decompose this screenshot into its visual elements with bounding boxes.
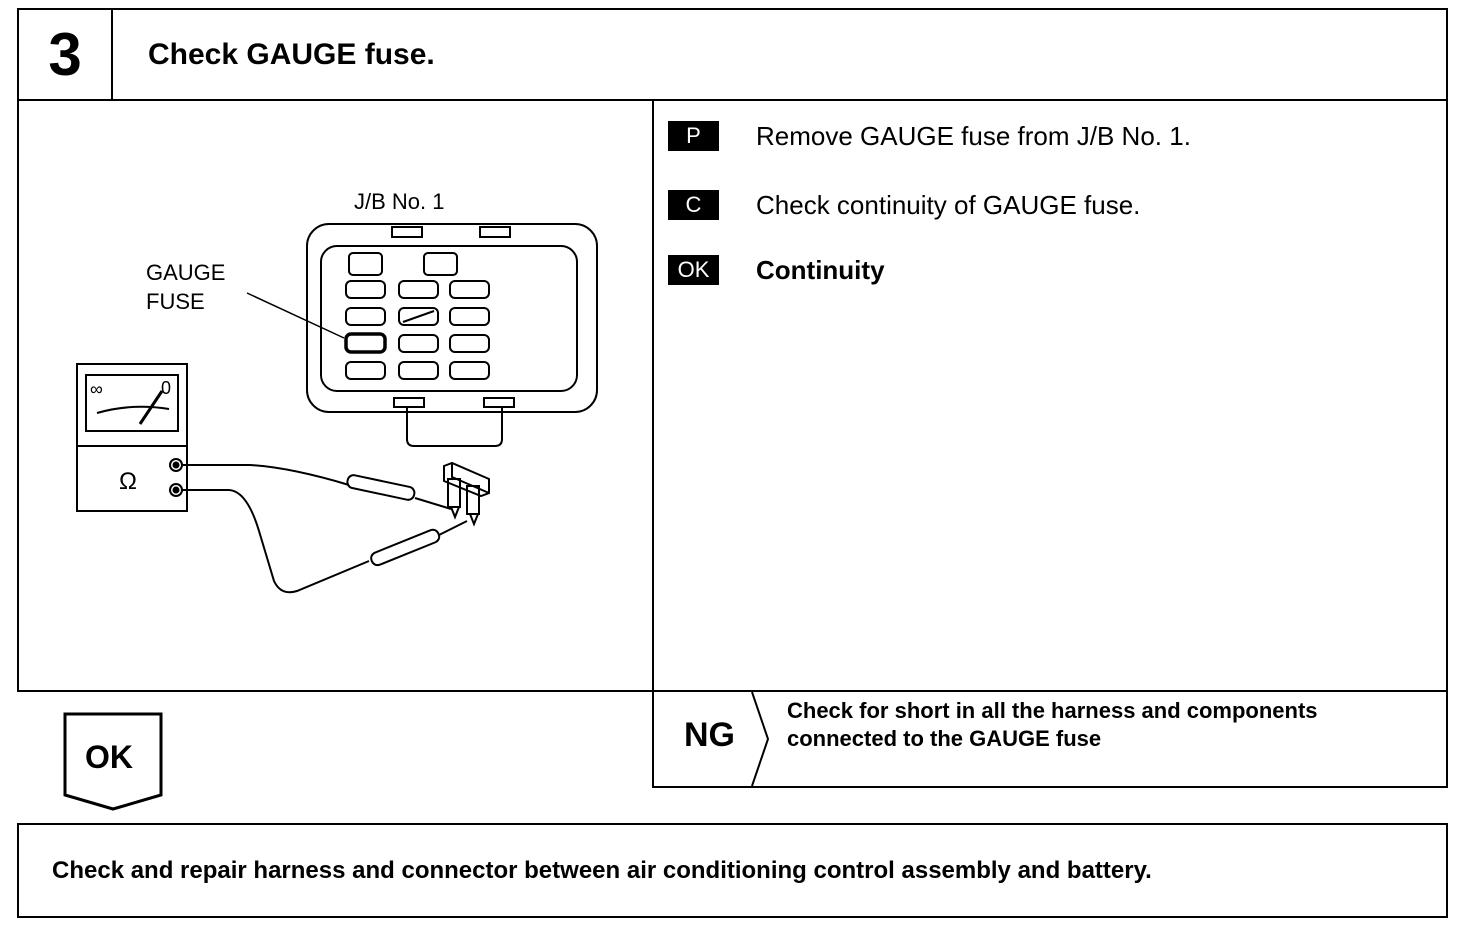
- ng-chevron: [751, 692, 770, 786]
- step-title: Check GAUGE fuse.: [111, 8, 1448, 101]
- ok-result-label: OK: [85, 739, 133, 775]
- removed-fuse: [443, 461, 490, 527]
- ok-result-arrow: OK: [63, 712, 163, 811]
- ng-result-box: NG Check for short in all the harness an…: [652, 690, 1448, 788]
- junction-block-label: J/B No. 1: [354, 189, 444, 214]
- ng-result-label: NG: [684, 716, 735, 754]
- step-ok-condition: OK Continuity: [668, 255, 885, 285]
- step-number: 3: [17, 8, 113, 101]
- meter-zero-mark: 0: [161, 378, 171, 398]
- instruction-panel: [652, 99, 1448, 692]
- step-check: C Check continuity of GAUGE fuse.: [668, 190, 1140, 220]
- illustration-panel: J/B No. 1: [17, 99, 654, 692]
- junction-block: [306, 223, 598, 447]
- ok-condition-text: Continuity: [756, 254, 885, 285]
- check-tag: C: [668, 190, 719, 220]
- step-procedure: P Remove GAUGE fuse from J/B No. 1.: [668, 121, 1191, 151]
- fuse-continuity-illustration: J/B No. 1: [76, 189, 598, 594]
- procedure-text: Remove GAUGE fuse from J/B No. 1.: [756, 120, 1191, 151]
- meter-ohm-symbol: Ω: [119, 468, 137, 495]
- ng-result-text: Check for short in all the harness and c…: [787, 698, 1318, 751]
- next-step-box: Check and repair harness and connector b…: [17, 823, 1448, 918]
- meter-infinity-mark: ∞: [90, 379, 103, 399]
- next-step-text: Check and repair harness and connector b…: [52, 856, 1152, 884]
- procedure-tag: P: [668, 121, 719, 151]
- ok-condition-tag: OK: [668, 255, 719, 285]
- fuse-label-line2: FUSE: [146, 289, 205, 314]
- test-leads: [182, 464, 468, 594]
- fuse-label-line1: GAUGE: [146, 260, 225, 285]
- check-text: Check continuity of GAUGE fuse.: [756, 189, 1141, 220]
- fuse-leader-line: [246, 292, 345, 339]
